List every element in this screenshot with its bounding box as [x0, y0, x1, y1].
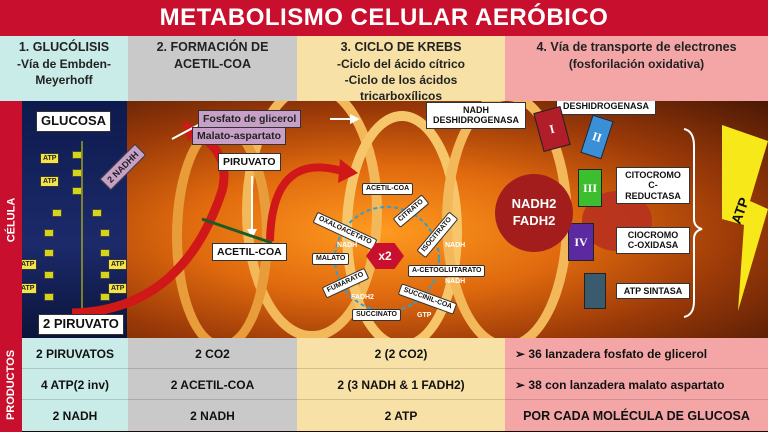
label-succinato-deshidrogenasa: SUCCINATO DESHIDROGENASA: [556, 101, 656, 115]
header-krebs-sub-1: -Ciclo del ácido cítrico: [336, 56, 466, 71]
product-cell: 2 PIRUVATOS: [22, 338, 128, 369]
white-arrow: [171, 122, 203, 140]
product-cell: POR CADA MOLÉCULA DE GLUCOSA: [505, 400, 768, 431]
row-separator: [22, 399, 768, 400]
products-row: 2 PIRUVATOS 2 CO2 2 (2 CO2) ➢ 36 lanzade…: [22, 338, 768, 369]
krebs-nadh: NADH: [337, 242, 358, 249]
products-row: 2 NADH 2 NADH 2 ATP POR CADA MOLÉCULA DE…: [22, 400, 768, 432]
product-cell: 2 NADH: [128, 400, 297, 431]
product-cell: 2 (2 CO2): [297, 338, 505, 369]
bracket: [683, 128, 703, 318]
label-malato-aspartato: Malato-aspartato: [192, 127, 287, 146]
title-bar: METABOLISMO CELULAR AERÓBICO: [0, 0, 768, 36]
glycolysis-step: [44, 271, 54, 279]
x2-badge: x2: [366, 243, 404, 269]
header-krebs-sub-2: -Ciclo de los ácidos tricarboxílicos: [344, 73, 458, 104]
glycolysis-step: [92, 209, 102, 217]
side-label-celula: CÉLULA: [0, 101, 22, 338]
atp-lightning-bolt: [722, 125, 768, 311]
header-glucolisis-sub: -Vía de Embden-Meyerhoff: [16, 56, 111, 88]
header-transporte: 4. Vía de transporte de electrones (fosf…: [505, 36, 768, 101]
krebs-nadh: NADH: [445, 242, 466, 249]
header-krebs: 3. CICLO DE KREBS -Ciclo del ácido cítri…: [297, 36, 505, 104]
glycolysis-step: [52, 209, 62, 217]
krebs-gtp: GTP: [417, 312, 432, 319]
glycolysis-step: [44, 229, 54, 237]
product-cell: 2 ATP: [297, 400, 505, 431]
header-transporte-sub: (fosforilación oxidativa): [568, 56, 705, 71]
label-2-piruvato: 2 PIRUVATO: [38, 314, 124, 335]
atp-chip: ATP: [22, 283, 38, 294]
product-cell: ➢ 38 con lanzadera malato aspartato: [505, 369, 768, 400]
label-citocromo-c-oxidasa: CIOCROMO C-OXIDASA: [616, 227, 690, 254]
side-label-productos: PRODUCTOS: [0, 338, 22, 432]
label-fosfato-glicerol: Fosfato de glicerol: [198, 110, 302, 129]
products-row: 4 ATP(2 inv) 2 ACETIL-COA 2 (3 NADH & 1 …: [22, 369, 768, 400]
green-line: [201, 217, 273, 245]
complex-v-atp-sintasa: [584, 273, 606, 309]
red-curve-arrow: [71, 126, 229, 318]
atp-chip: ATP: [108, 259, 128, 270]
krebs-a-cetoglutarato: A-CETOGLUTARATO: [408, 265, 486, 278]
nadh2-fadh2-circle: NADH2 FADH2: [495, 174, 573, 252]
label-fadh2: FADH2: [512, 213, 556, 228]
label-acetil-coa: ACETIL-COA: [212, 243, 287, 262]
glycolysis-step: [100, 229, 110, 237]
white-arrowhead: [247, 229, 257, 239]
side-label-productos-text: PRODUCTOS: [5, 349, 17, 421]
atp-chip: ATP: [108, 283, 128, 294]
krebs-malato: MALATO: [312, 253, 350, 266]
product-cell-text: 36 lanzadera fosfato de glicerol: [528, 346, 708, 361]
page-title: METABOLISMO CELULAR AERÓBICO: [159, 4, 609, 31]
product-cell: 2 (3 NADH & 1 FADH2): [297, 369, 505, 400]
white-arrowhead: [350, 114, 360, 124]
label-nadh2: NADH2: [511, 196, 557, 212]
label-glucosa: GLUCOSA: [36, 111, 111, 132]
red-arrowhead: [338, 159, 358, 183]
label-nadh-deshidrogenasa: NADH DESHIDROGENASA: [426, 102, 526, 129]
row-separator: [22, 368, 768, 369]
red-curve-arrow: [266, 163, 344, 242]
product-cell-text: 38 con lanzadera malato aspartato: [528, 377, 725, 392]
glycolysis-step: [44, 249, 54, 257]
atp-chip: ATP: [22, 259, 38, 270]
label-piruvato: PIRUVATO: [218, 153, 281, 172]
krebs-nadh: NADH: [445, 278, 466, 285]
glycolysis-step: [100, 249, 110, 257]
krebs-fadh: FADH2: [351, 294, 374, 301]
header-acetil: 2. FORMACIÓN DE ACETIL-COA: [128, 36, 297, 101]
complex-iv: IV: [568, 223, 594, 261]
krebs-succinato: SUCCINATO: [352, 309, 401, 322]
product-cell: 2 NADH: [22, 400, 128, 431]
atp-chip: ATP: [40, 153, 60, 164]
atp-chip: ATP: [40, 176, 60, 187]
product-cell: 2 ACETIL-COA: [128, 369, 297, 400]
glycolysis-step: [100, 271, 110, 279]
complex-iii: III: [578, 169, 602, 207]
glycolysis-step: [44, 293, 54, 301]
product-cell: ➢ 36 lanzadera fosfato de glicerol: [505, 338, 768, 369]
glycolysis-step: [100, 293, 110, 301]
header-krebs-title: 3. CICLO DE KREBS: [340, 40, 462, 54]
krebs-acetil-coa: ACETIL-COA: [362, 183, 414, 196]
cell-diagram: ATP ATP ATP ATP ATP ATP ATP GLUCOSA 2 PI…: [22, 101, 768, 338]
product-cell: 2 CO2: [128, 338, 297, 369]
header-glucolisis: 1. GLUCÓLISIS -Vía de Embden-Meyerhoff: [0, 36, 128, 101]
label-citocromo-c-reductasa: CITOCROMO C-REDUCTASA: [616, 167, 690, 205]
header-glucolisis-title: 1. GLUCÓLISIS: [18, 40, 110, 54]
header-acetil-title: 2. FORMACIÓN DE ACETIL-COA: [156, 40, 269, 71]
label-atp-sintasa: ATP SINTASA: [616, 283, 690, 300]
side-label-celula-text: CÉLULA: [5, 197, 18, 242]
header-transporte-title: 4. Vía de transporte de electrones: [536, 40, 737, 54]
product-cell: 4 ATP(2 inv): [22, 369, 128, 400]
